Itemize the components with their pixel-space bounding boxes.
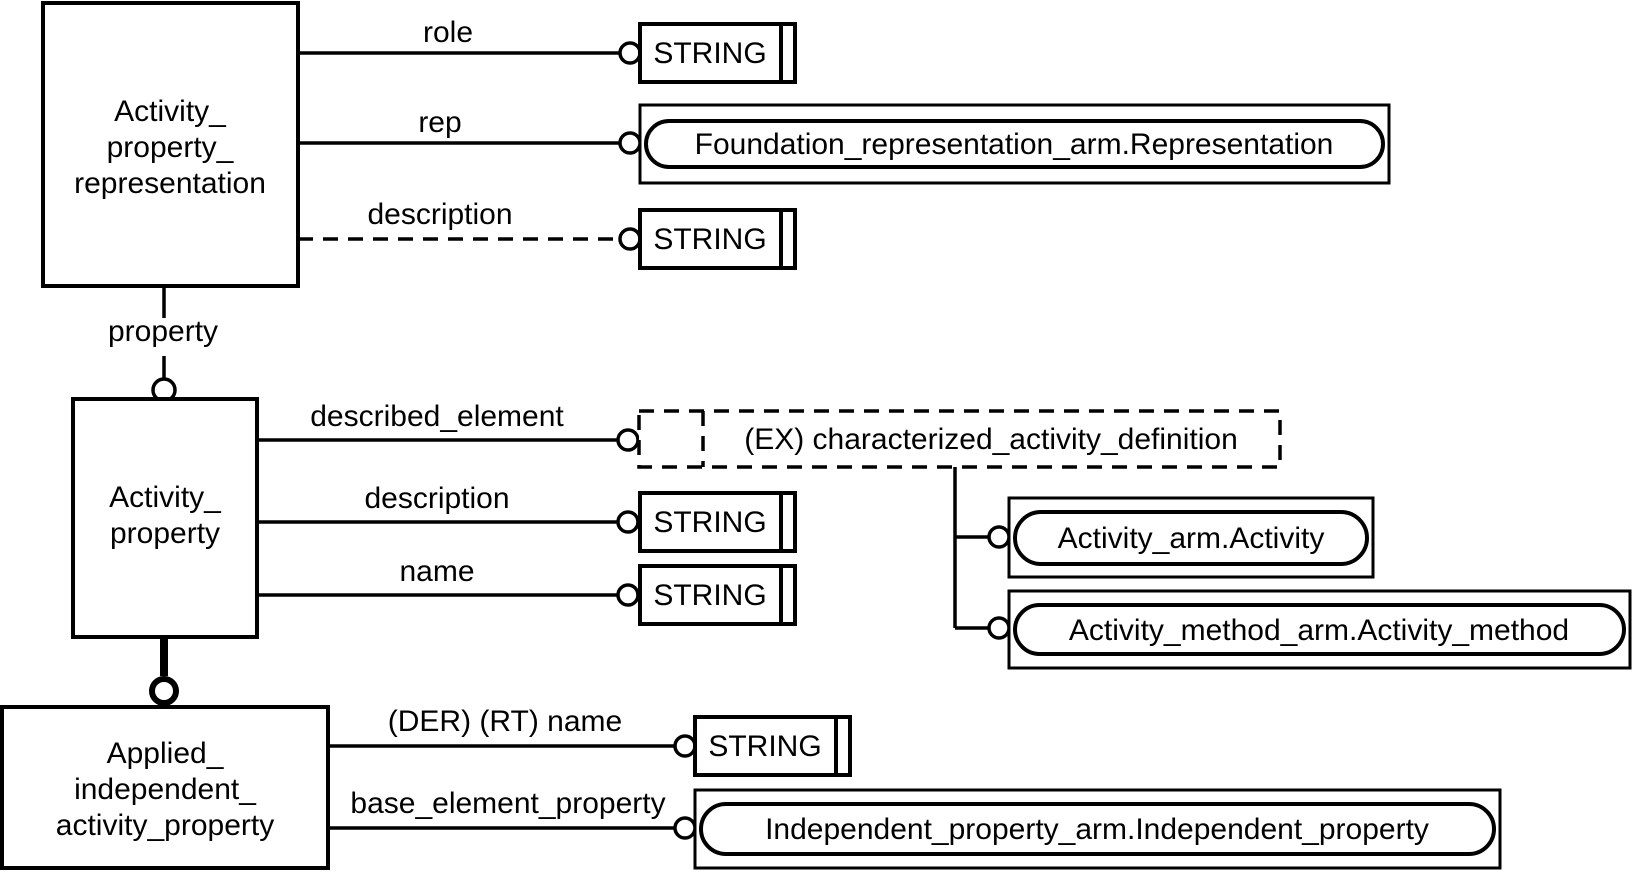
attribute-end-circle bbox=[673, 734, 697, 758]
attribute-end-circle bbox=[618, 41, 642, 65]
entity-name-line: activity_property bbox=[56, 809, 274, 842]
ref-pill bbox=[1013, 603, 1626, 656]
entity-name-line: representation bbox=[74, 167, 266, 200]
der-rt-name-label: (DER) (RT) name bbox=[388, 705, 622, 738]
select-label: (EX) characterized_activity_definition bbox=[744, 423, 1238, 456]
relation-subtype bbox=[149, 637, 179, 706]
base-element-property-label: base_element_property bbox=[350, 787, 665, 820]
type-label: STRING bbox=[708, 730, 821, 763]
relation-description-optional: description bbox=[298, 198, 642, 251]
description-label: description bbox=[364, 482, 509, 515]
select-dashed-rect bbox=[637, 409, 1282, 469]
ref-box-independent-property: Independent_property_arm.Independent_pro… bbox=[693, 788, 1502, 870]
ref-label: Independent_property_arm.Independent_pro… bbox=[765, 813, 1429, 846]
type-box-string-der-rt-name: STRING bbox=[693, 715, 852, 777]
entity-name-line: Applied_ bbox=[107, 737, 225, 770]
type-box-string-name: STRING bbox=[638, 564, 797, 626]
entity-box bbox=[71, 397, 259, 639]
type-box bbox=[638, 22, 797, 84]
entity-name-line: property bbox=[110, 517, 220, 550]
type-box-string-role: STRING bbox=[638, 22, 797, 84]
entity-name-line: Activity_ bbox=[114, 95, 227, 128]
type-box bbox=[638, 208, 797, 270]
relation-role: role bbox=[298, 16, 642, 65]
select-box-characterized-activity-definition: (EX) characterized_activity_definition bbox=[637, 409, 1282, 469]
entity-name-line: property_ bbox=[107, 131, 235, 164]
ref-pill bbox=[1013, 510, 1369, 566]
described-element-label: described_element bbox=[310, 400, 564, 433]
subtype-circle bbox=[149, 676, 179, 706]
ref-box-activity: Activity_arm.Activity bbox=[1007, 496, 1375, 579]
entity-name-line: Activity_ bbox=[109, 481, 222, 514]
ref-label: Activity_method_arm.Activity_method bbox=[1069, 614, 1569, 647]
type-label: STRING bbox=[653, 223, 766, 256]
type-box bbox=[638, 491, 797, 553]
type-box bbox=[638, 564, 797, 626]
entity-name-line: independent_ bbox=[74, 773, 257, 806]
relation-description: description bbox=[257, 482, 640, 534]
attribute-end-circle bbox=[616, 428, 640, 452]
type-box-string-description: STRING bbox=[638, 491, 797, 553]
ref-label: Foundation_representation_arm.Representa… bbox=[695, 128, 1334, 161]
type-box bbox=[693, 715, 852, 777]
ref-box-activity-method: Activity_method_arm.Activity_method bbox=[1007, 589, 1632, 670]
ref-pill bbox=[644, 119, 1385, 169]
attribute-end-circle bbox=[618, 131, 642, 155]
entity-box bbox=[41, 1, 300, 288]
attribute-end-circle bbox=[987, 616, 1011, 640]
attribute-end-circle bbox=[618, 227, 642, 251]
entity-applied-independent-activity-property: Applied_ independent_ activity_property bbox=[0, 705, 330, 870]
ref-label: Activity_arm.Activity bbox=[1058, 522, 1325, 555]
type-box-string-description-rep: STRING bbox=[638, 208, 797, 270]
entity-activity-property: Activity_ property bbox=[71, 397, 259, 639]
entity-activity-property-representation: Activity_ property_ representation bbox=[41, 1, 300, 288]
type-label: STRING bbox=[653, 37, 766, 70]
entity-box bbox=[0, 705, 330, 870]
ref-pill bbox=[699, 802, 1496, 856]
attribute-end-circle bbox=[673, 816, 697, 840]
ref-box-foundation-representation: Foundation_representation_arm.Representa… bbox=[638, 103, 1391, 185]
relation-name: name bbox=[257, 555, 640, 607]
relation-base-element-property: base_element_property bbox=[328, 787, 697, 840]
name-label: name bbox=[399, 555, 474, 588]
description-label: description bbox=[367, 198, 512, 231]
type-label: STRING bbox=[653, 579, 766, 612]
type-label: STRING bbox=[653, 506, 766, 539]
relation-property: property bbox=[108, 286, 218, 403]
relation-rep: rep bbox=[298, 106, 642, 155]
relation-der-rt-name: (DER) (RT) name bbox=[328, 705, 697, 758]
rep-label: rep bbox=[418, 106, 461, 139]
property-label: property bbox=[108, 315, 218, 348]
select-branch bbox=[953, 467, 1011, 640]
attribute-end-circle bbox=[987, 525, 1011, 549]
role-label: role bbox=[423, 16, 473, 49]
attribute-end-circle bbox=[616, 583, 640, 607]
relation-described-element: described_element bbox=[257, 400, 640, 452]
attribute-end-circle bbox=[616, 510, 640, 534]
